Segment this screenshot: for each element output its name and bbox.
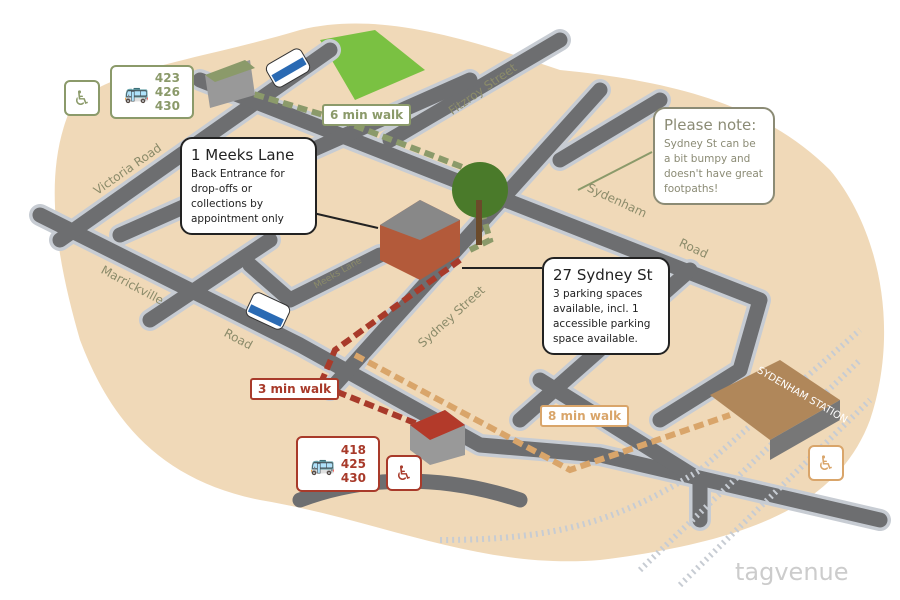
note-title: Please note: xyxy=(664,116,757,134)
tree xyxy=(452,162,508,245)
meeks-lane-text: Back Entrance for drop-offs or collectio… xyxy=(191,168,285,225)
walk-path-3min xyxy=(316,257,462,428)
sydney-st-title: 27 Sydney St xyxy=(553,266,653,284)
bus-icon-north xyxy=(265,48,311,88)
route-number: 430 xyxy=(154,99,180,113)
bus-icon-west xyxy=(245,292,291,330)
walk-label-3min: 3 min walk xyxy=(250,378,340,400)
route-number: 430 xyxy=(340,471,366,485)
note-pointer xyxy=(577,151,653,191)
bus-shelter-south xyxy=(410,410,465,465)
accessible-icon-station: ♿ xyxy=(808,445,844,481)
walk-path-8min xyxy=(353,352,731,474)
park xyxy=(320,30,425,100)
accessible-icon-south: ♿ xyxy=(386,455,422,491)
sydney-st-info-box: 27 Sydney St 3 parking spaces available,… xyxy=(542,257,670,355)
bus-shelter-north xyxy=(205,60,255,108)
bus-icon: 🚌 xyxy=(124,80,149,104)
accessible-icon-north: ♿ xyxy=(64,80,100,116)
sydney-st-text: 3 parking spaces available, incl. 1 acce… xyxy=(553,288,651,345)
route-number: 426 xyxy=(154,85,180,99)
tagvenue-watermark: tagvenue xyxy=(735,558,849,586)
venue-building xyxy=(380,200,460,280)
meeks-lane-info-box: 1 Meeks Lane Back Entrance for drop-offs… xyxy=(180,137,317,235)
note-box: Please note: Sydney St can be a bit bump… xyxy=(653,107,775,205)
meeks-lane-title: 1 Meeks Lane xyxy=(191,146,295,164)
note-text: Sydney St can be a bit bumpy and doesn't… xyxy=(664,138,763,195)
route-number: 425 xyxy=(340,457,366,471)
sydenham-station xyxy=(710,360,840,460)
walk-label-8min: 8 min walk xyxy=(540,405,630,427)
route-number: 418 xyxy=(340,443,366,457)
walk-label-6min: 6 min walk xyxy=(322,104,412,126)
bus-icon: 🚌 xyxy=(310,452,335,476)
route-number: 423 xyxy=(154,71,180,85)
